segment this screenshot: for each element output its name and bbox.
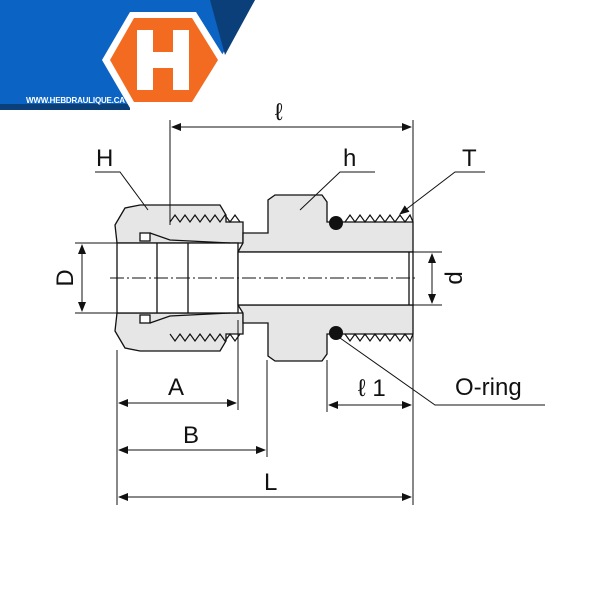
label-l1: ℓ 1 <box>358 375 386 402</box>
label-L: L <box>264 469 277 496</box>
label-D: D <box>52 269 79 286</box>
label-h: h <box>343 145 356 172</box>
label-B: B <box>183 422 199 449</box>
label-d: d <box>441 271 468 284</box>
label-H: H <box>96 145 113 172</box>
brand-logo <box>0 0 255 110</box>
dimension-lines <box>75 120 545 505</box>
threads <box>169 213 414 343</box>
o-ring-top <box>329 216 343 230</box>
label-o-ring: O-ring <box>455 374 522 401</box>
label-A: A <box>168 374 184 401</box>
website-url: WWW.HEBDRAULIQUE.CA <box>26 96 125 105</box>
label-T: T <box>462 145 477 172</box>
label-l: ℓ <box>275 99 283 126</box>
o-ring-bottom <box>329 326 343 340</box>
